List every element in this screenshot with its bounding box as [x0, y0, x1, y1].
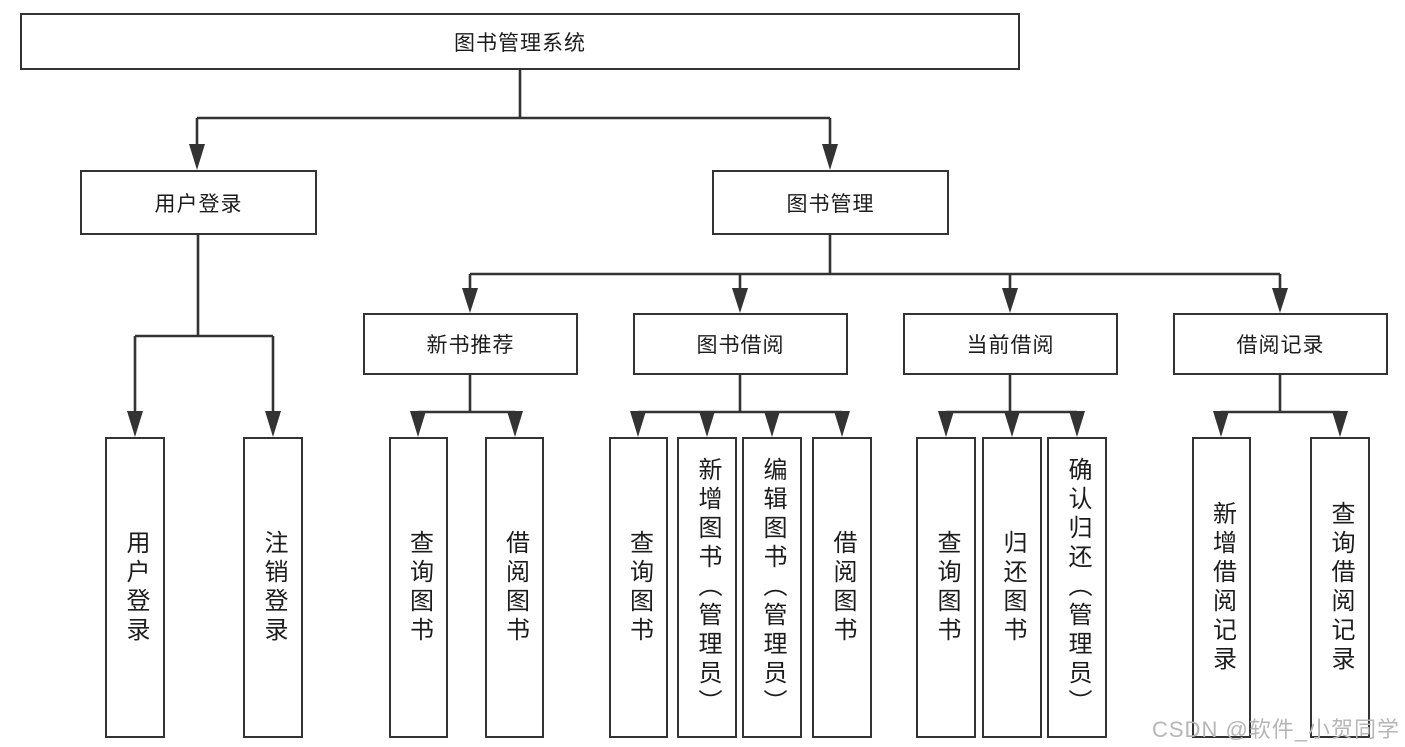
node-new-book-recommend: 新书推荐	[363, 313, 578, 375]
node-book-borrowing: 图书借阅	[633, 313, 848, 375]
node-borrowing-records: 借阅记录	[1173, 313, 1388, 375]
leaf-borrow-books-borrowing: 借阅图书	[812, 437, 872, 738]
leaf-query-books-recommend: 查询图书	[389, 437, 448, 738]
leaf-return-books: 归还图书	[982, 437, 1042, 738]
leaf-borrow-books-recommend: 借阅图书	[485, 437, 544, 738]
leaf-user-login: 用户登录	[105, 437, 165, 738]
node-library-management-system: 图书管理系统	[20, 13, 1020, 70]
node-current-borrowing: 当前借阅	[903, 313, 1118, 375]
leaf-confirm-return-admin: 确认归还（管理员）	[1047, 437, 1107, 738]
leaf-add-books-admin: 新增图书（管理员）	[677, 437, 737, 738]
csdn-watermark: CSDN @软件_小贺同学	[1152, 717, 1401, 742]
leaf-edit-books-admin: 编辑图书（管理员）	[742, 437, 802, 738]
leaf-add-borrow-record: 新增借阅记录	[1192, 437, 1251, 738]
node-book-management-branch: 图书管理	[712, 170, 949, 235]
leaf-query-books-current: 查询图书	[916, 437, 976, 738]
leaf-logout: 注销登录	[243, 437, 303, 738]
node-user-login-branch: 用户登录	[80, 170, 317, 235]
leaf-query-books-borrowing: 查询图书	[609, 437, 668, 738]
leaf-query-borrow-record: 查询借阅记录	[1310, 437, 1370, 738]
